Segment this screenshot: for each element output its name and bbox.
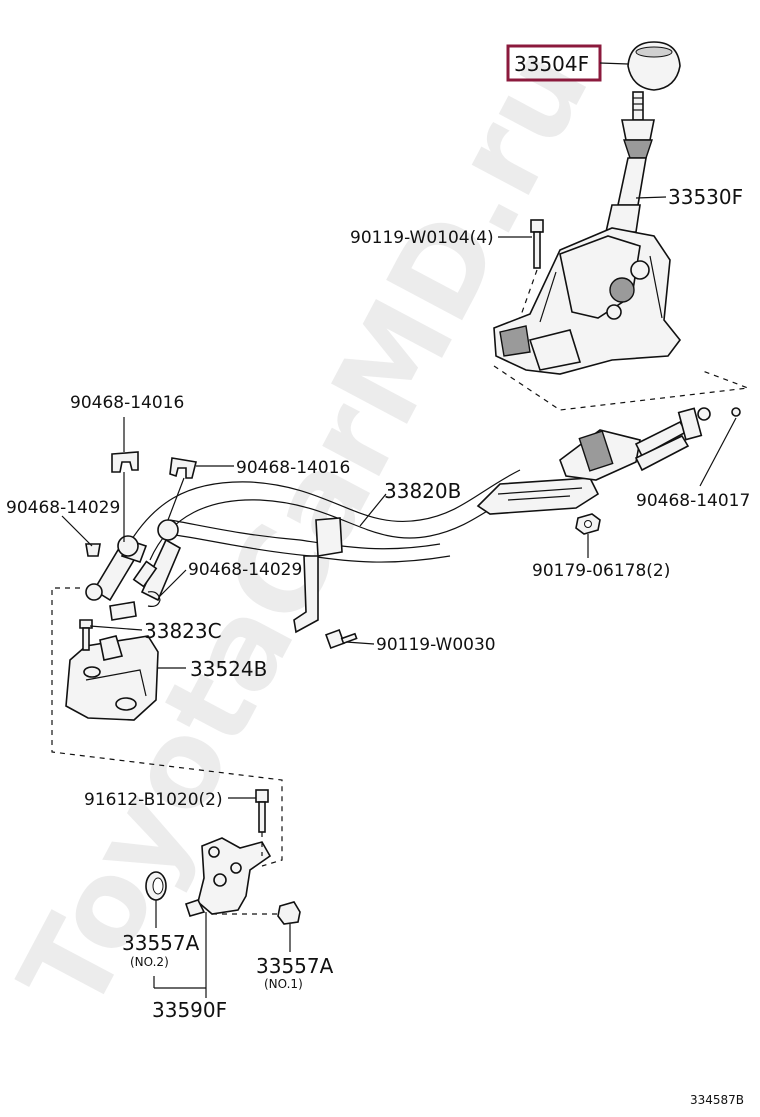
label-bracket: 33524B <box>190 657 267 681</box>
housing-dash-outline <box>493 365 749 411</box>
clip-b <box>169 457 197 479</box>
label-bolt-mid: 90119-W0030 <box>376 635 496 655</box>
shift-knob <box>627 41 681 91</box>
label-bolt-lower: 91612-B1020(2) <box>84 790 223 810</box>
label-nut: 90179-06178(2) <box>532 561 670 581</box>
bracket <box>65 619 159 721</box>
nut <box>575 513 601 535</box>
label-pin-left: 90468-14029 <box>6 498 120 518</box>
leader-lines <box>61 62 737 998</box>
shift-housing <box>493 227 682 375</box>
bushing-no1 <box>277 901 301 925</box>
label-lever: 33530F <box>668 185 743 209</box>
label-clip-right: 90468-14017 <box>636 491 750 511</box>
bushing-no2 <box>145 871 167 901</box>
figure-id: 334587B <box>690 1093 744 1107</box>
label-bushing-no1: 33557A <box>256 954 334 978</box>
label-bushing-no2: 33557A <box>122 931 200 955</box>
pin-mid <box>147 591 161 607</box>
label-bolt-top: 90119-W0104(4) <box>350 228 494 248</box>
lower-assembly <box>184 789 272 917</box>
label-clip-a: 90468-14016 <box>70 393 184 413</box>
label-bushing-no1-sub: (NO.1) <box>264 977 303 991</box>
shift-lever <box>605 91 655 233</box>
bracket-dash-outline <box>51 587 283 867</box>
label-cable: 33820B <box>384 479 461 503</box>
label-assembly: 33590F <box>152 998 227 1022</box>
pin-left <box>85 543 101 557</box>
bolt-mid <box>325 629 358 649</box>
label-bolt-bracket: 33823C <box>144 619 222 643</box>
label-bushing-no2-sub: (NO.2) <box>130 955 169 969</box>
watermark: ToyotaCarMD.ru <box>0 26 616 1033</box>
label-clip-b: 90468-14016 <box>236 458 350 478</box>
label-pin-mid: 90468-14029 <box>188 560 302 580</box>
clip-a <box>111 451 139 473</box>
label-knob: 33504F <box>514 52 589 76</box>
bolt-top <box>530 219 544 269</box>
